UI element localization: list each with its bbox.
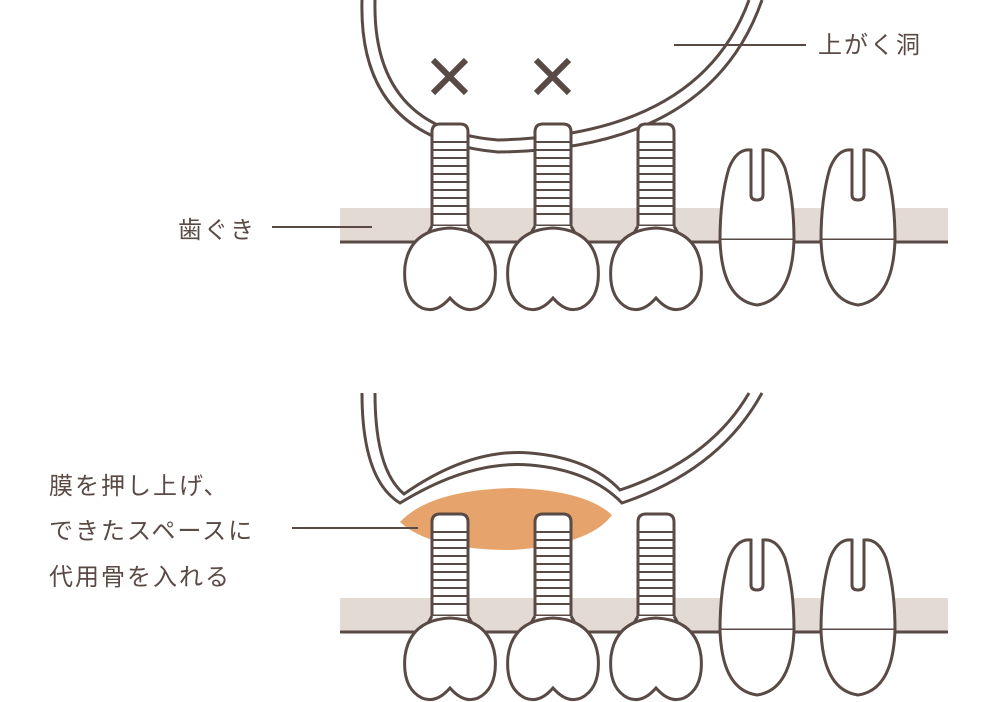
natural-root bbox=[819, 239, 897, 307]
crown bbox=[403, 226, 497, 312]
natural-tooth bbox=[718, 538, 796, 632]
top-panel bbox=[272, 0, 948, 312]
gum-label: 歯ぐき bbox=[178, 216, 256, 244]
crown bbox=[506, 616, 600, 702]
crown bbox=[403, 616, 497, 702]
natural-root bbox=[718, 629, 796, 697]
crown bbox=[609, 616, 703, 702]
natural-tooth bbox=[819, 148, 897, 242]
implant bbox=[628, 512, 684, 632]
crown bbox=[609, 226, 703, 312]
x-mark-icon bbox=[430, 57, 469, 96]
crown bbox=[506, 226, 600, 312]
graft-label-line-3: 代用骨を入れる bbox=[49, 563, 231, 591]
implant bbox=[422, 512, 478, 632]
natural-root bbox=[819, 629, 897, 697]
implant bbox=[628, 122, 684, 242]
bottom-panel bbox=[292, 392, 948, 702]
implant bbox=[525, 122, 581, 242]
natural-tooth bbox=[819, 538, 897, 632]
natural-tooth bbox=[718, 148, 796, 242]
natural-root bbox=[718, 239, 796, 307]
sinus-label: 上がく洞 bbox=[818, 31, 922, 59]
graft-label-line-1: 膜を押し上げ、 bbox=[49, 472, 230, 500]
graft-label-line-2: できたスペースに bbox=[49, 517, 255, 545]
sinus-outline bbox=[360, 0, 764, 154]
x-mark-icon bbox=[533, 57, 572, 96]
sinus-outline bbox=[360, 392, 764, 505]
implant bbox=[525, 512, 581, 632]
implant bbox=[422, 122, 478, 242]
